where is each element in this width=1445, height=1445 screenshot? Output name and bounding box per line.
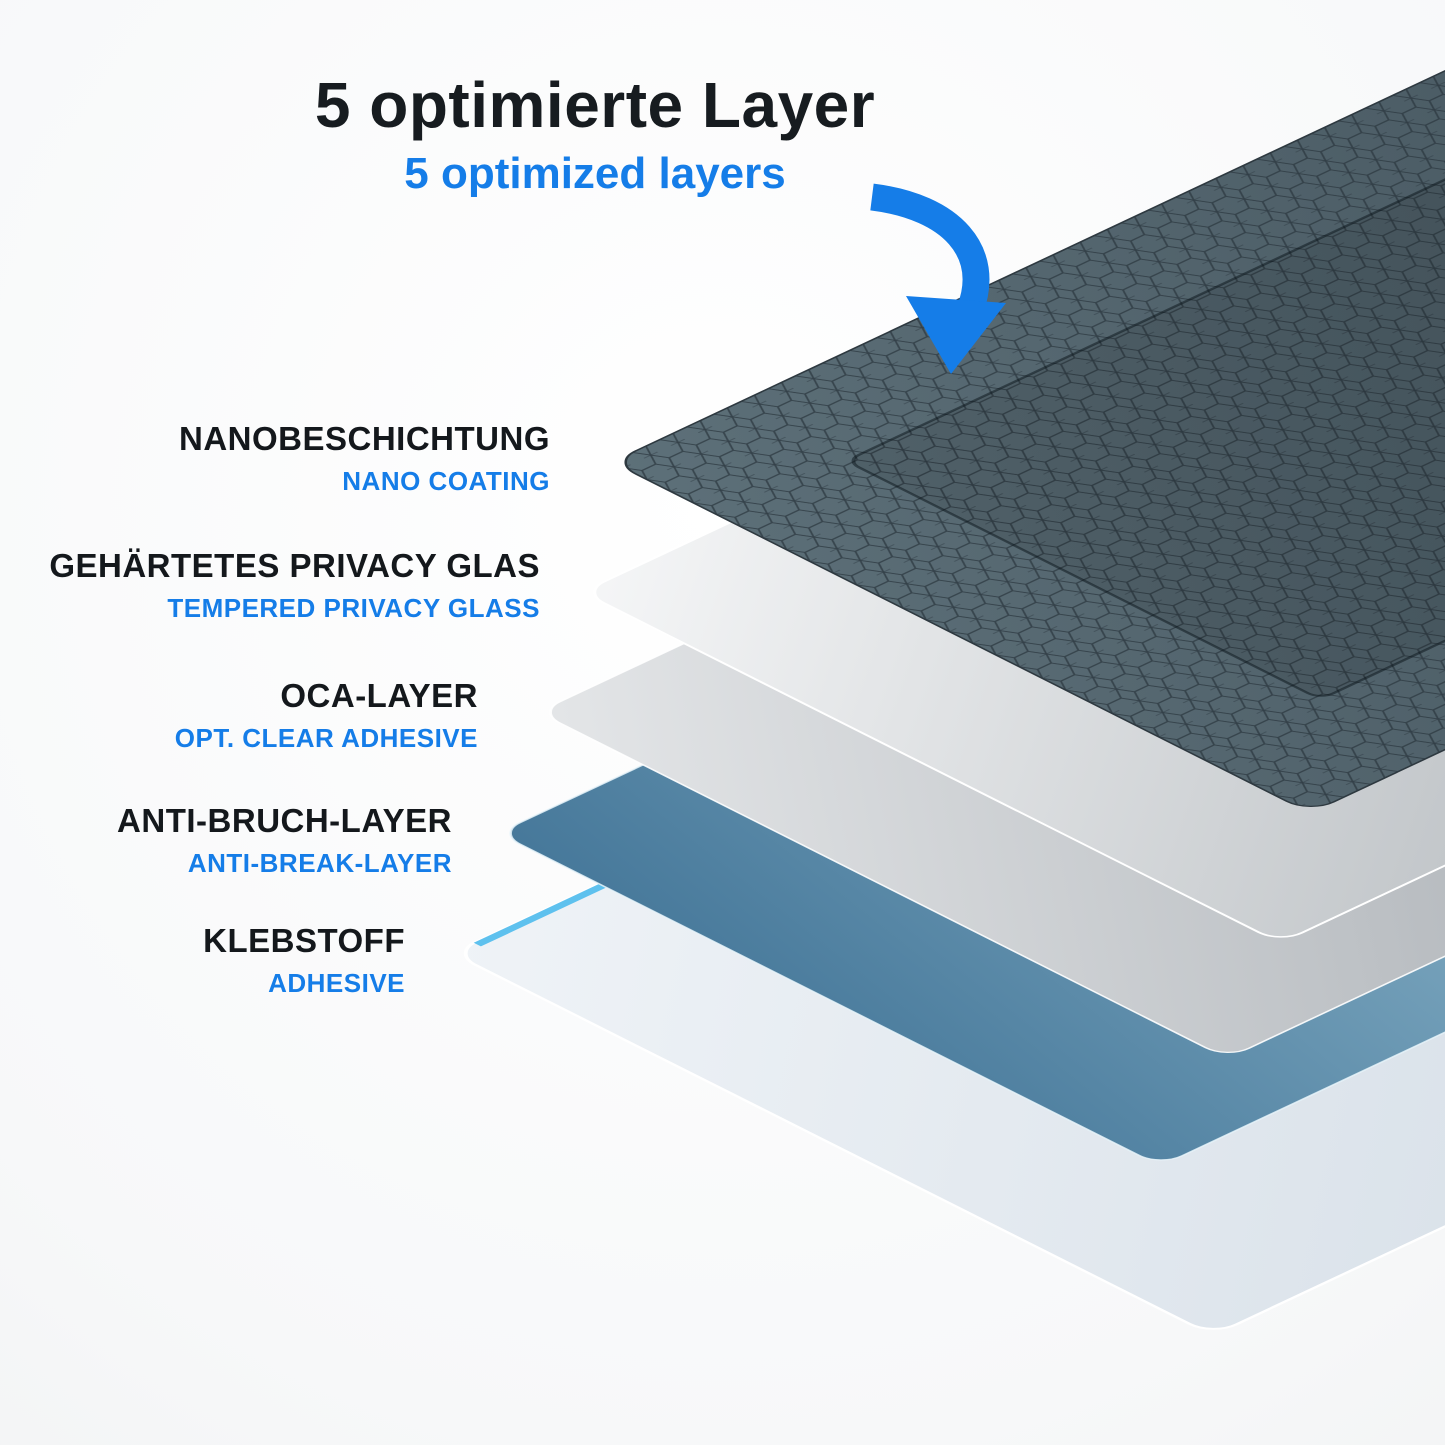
label-adhesive-de: KLEBSTOFF: [203, 922, 405, 959]
label-tempered-glass-en: TEMPERED PRIVACY GLASS: [167, 593, 540, 623]
label-tempered-glass: GEHÄRTETES PRIVACY GLAS TEMPERED PRIVACY…: [49, 547, 540, 624]
title-block: 5 optimierte Layer 5 optimized layers: [130, 70, 1060, 199]
page-subtitle: 5 optimized layers: [404, 149, 786, 199]
label-oca-layer-en: OPT. CLEAR ADHESIVE: [174, 723, 478, 753]
label-nano-coating: NANOBESCHICHTUNG NANO COATING: [179, 420, 550, 497]
label-anti-break-layer: ANTI-BRUCH-LAYER ANTI-BREAK-LAYER: [117, 802, 452, 879]
arrow-head: [906, 296, 1006, 374]
nano-inner-panel: [851, 89, 1445, 697]
label-anti-break-layer-en: ANTI-BREAK-LAYER: [187, 848, 452, 878]
nano-hex-texture: [625, 0, 1445, 807]
label-anti-break-layer-de: ANTI-BRUCH-LAYER: [117, 802, 452, 839]
label-adhesive-en: ADHESIVE: [268, 968, 405, 998]
layer-sheet-nano: [624, 0, 1445, 807]
page-title: 5 optimierte Layer: [314, 69, 876, 141]
label-nano-coating-de: NANOBESCHICHTUNG: [179, 420, 550, 457]
label-nano-coating-en: NANO COATING: [342, 466, 550, 496]
curved-arrow-down-icon: [870, 183, 1006, 374]
label-oca-layer-de: OCA-LAYER: [280, 677, 478, 714]
arrow-shaft: [870, 183, 990, 315]
label-oca-layer: OCA-LAYER OPT. CLEAR ADHESIVE: [175, 677, 478, 754]
label-adhesive: KLEBSTOFF ADHESIVE: [203, 922, 405, 999]
label-tempered-glass-de: GEHÄRTETES PRIVACY GLAS: [49, 547, 540, 584]
